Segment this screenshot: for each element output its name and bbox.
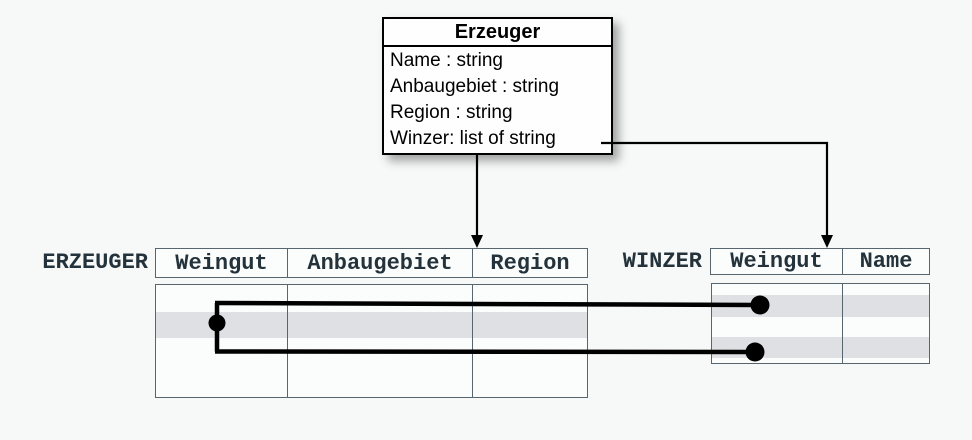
class-attribute-anbaugebiet: Anbaugebiet : string [390, 76, 560, 97]
class-attribute-winzer: Winzer: list of string [390, 128, 556, 149]
column-header-weingut: Weingut [156, 249, 288, 277]
class-attribute-region: Region : string [390, 102, 513, 123]
column-header-region: Region [490, 250, 570, 276]
table-header-winzer: Weingut Name [710, 248, 930, 275]
connector-winzer-attribute [601, 141, 833, 248]
column-divider [286, 285, 288, 397]
table-body-winzer [711, 283, 930, 364]
highlighted-row [156, 312, 587, 338]
highlighted-row [712, 295, 929, 317]
column-divider [471, 285, 473, 397]
column-header-anbaugebiet: Anbaugebiet [288, 249, 473, 277]
class-attribute-name: Name : string [390, 50, 503, 71]
column-header-name: Name [859, 249, 913, 274]
table-label-erzeuger: ERZEUGER [42, 250, 148, 275]
column-header-weingut: Weingut [711, 249, 843, 274]
class-title: Erzeuger [384, 19, 611, 47]
table-body-erzeuger [155, 284, 588, 398]
down-arrow-to-erzeuger [471, 153, 483, 248]
table-header-erzeuger: Weingut Anbaugebiet Region [155, 248, 588, 278]
class-attribute-list: Name : string Anbaugebiet : string Regio… [384, 47, 611, 152]
uml-class-box-erzeuger: Erzeuger Name : string Anbaugebiet : str… [382, 17, 613, 155]
highlighted-row [712, 337, 929, 358]
column-divider [841, 284, 843, 363]
table-label-winzer: WINZER [622, 249, 702, 274]
